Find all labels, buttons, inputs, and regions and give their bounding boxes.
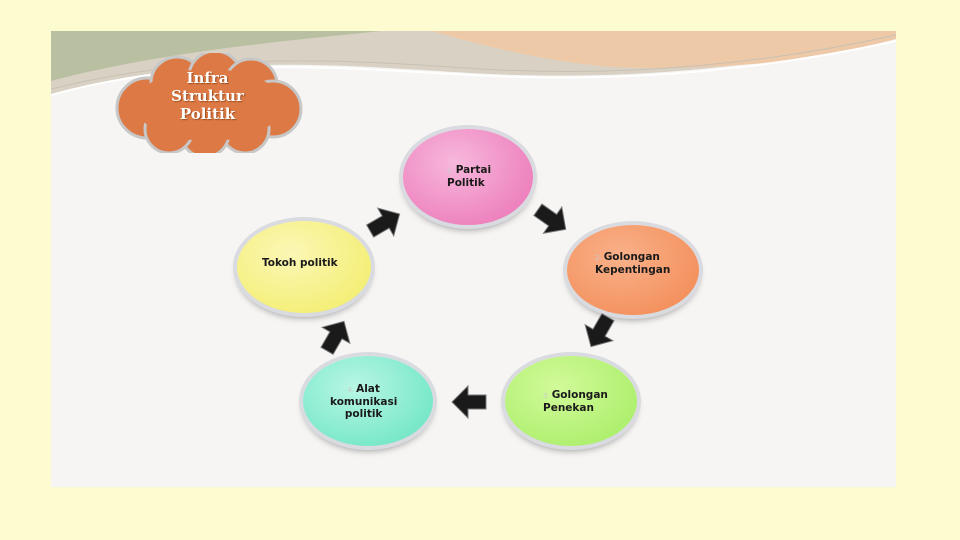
node-tokoh-politik bbox=[237, 221, 371, 313]
arrow-icon-to-partai bbox=[365, 207, 401, 238]
node-label-partai-politik: 1.Partai Politik bbox=[447, 164, 491, 189]
node-partai-politik bbox=[403, 129, 533, 225]
node-label: Partai Politik bbox=[447, 164, 492, 189]
node-number: 1. bbox=[447, 167, 454, 175]
node-golongan-kepentingan bbox=[567, 225, 699, 315]
node-number: 2. bbox=[595, 254, 602, 262]
node-label: Alat komunikasi politik bbox=[330, 383, 398, 420]
slide: Infra Struktur Politik 1.Partai Politik … bbox=[51, 31, 896, 487]
node-number: 4. bbox=[347, 386, 355, 394]
arrow-icon-to-tokoh bbox=[320, 320, 351, 356]
node-label-tokoh-politik: Tokoh politik bbox=[262, 257, 338, 269]
node-label: Golongan Kepentingan bbox=[595, 251, 671, 276]
node-label-golongan-penekan: 3.Golongan Penekan bbox=[543, 389, 608, 414]
diagram-title: Infra Struktur Politik bbox=[171, 69, 244, 123]
decorative-banner bbox=[51, 31, 896, 96]
node-label-alat-komunikasi: 4.Alat komunikasi politik bbox=[330, 383, 397, 420]
node-golongan-penekan bbox=[505, 356, 637, 446]
node-label-golongan-kepentingan: 2.Golongan Kepentingan bbox=[595, 251, 670, 276]
cloud-shape bbox=[115, 53, 303, 153]
node-label: Tokoh politik bbox=[262, 257, 338, 269]
arrow-icon-to-penekan bbox=[584, 312, 615, 348]
arrow-icon-to-alat bbox=[451, 384, 487, 420]
node-label: Golongan Penekan bbox=[543, 389, 608, 414]
title-cloud: Infra Struktur Politik bbox=[105, 53, 310, 153]
node-number: 3. bbox=[543, 392, 550, 400]
arrow-icon-to-kepentingan bbox=[533, 203, 567, 234]
node-alat-komunikasi bbox=[303, 356, 433, 446]
